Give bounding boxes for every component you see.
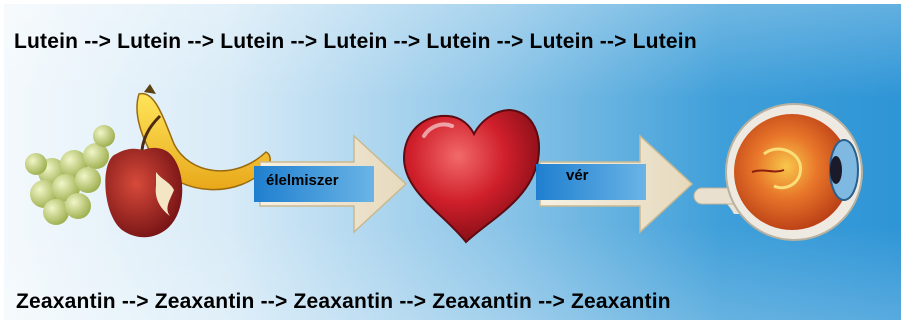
zeaxanthin-flow-text: Zeaxantin --> Zeaxantin --> Zeaxantin --… [16,290,671,313]
eye-icon [693,103,863,241]
fruit-bowl-icon [25,84,271,238]
food-label-band [254,166,374,202]
blood-label: vér [566,167,589,184]
food-label: élelmiszer [266,172,339,189]
heart-icon [402,108,540,244]
blood-label-band [536,164,646,200]
lutein-flow-text: Lutein --> Lutein --> Lutein --> Lutein … [14,30,697,53]
diagram-canvas: Lutein --> Lutein --> Lutein --> Lutein … [4,4,901,320]
diagram-artwork [25,84,863,244]
